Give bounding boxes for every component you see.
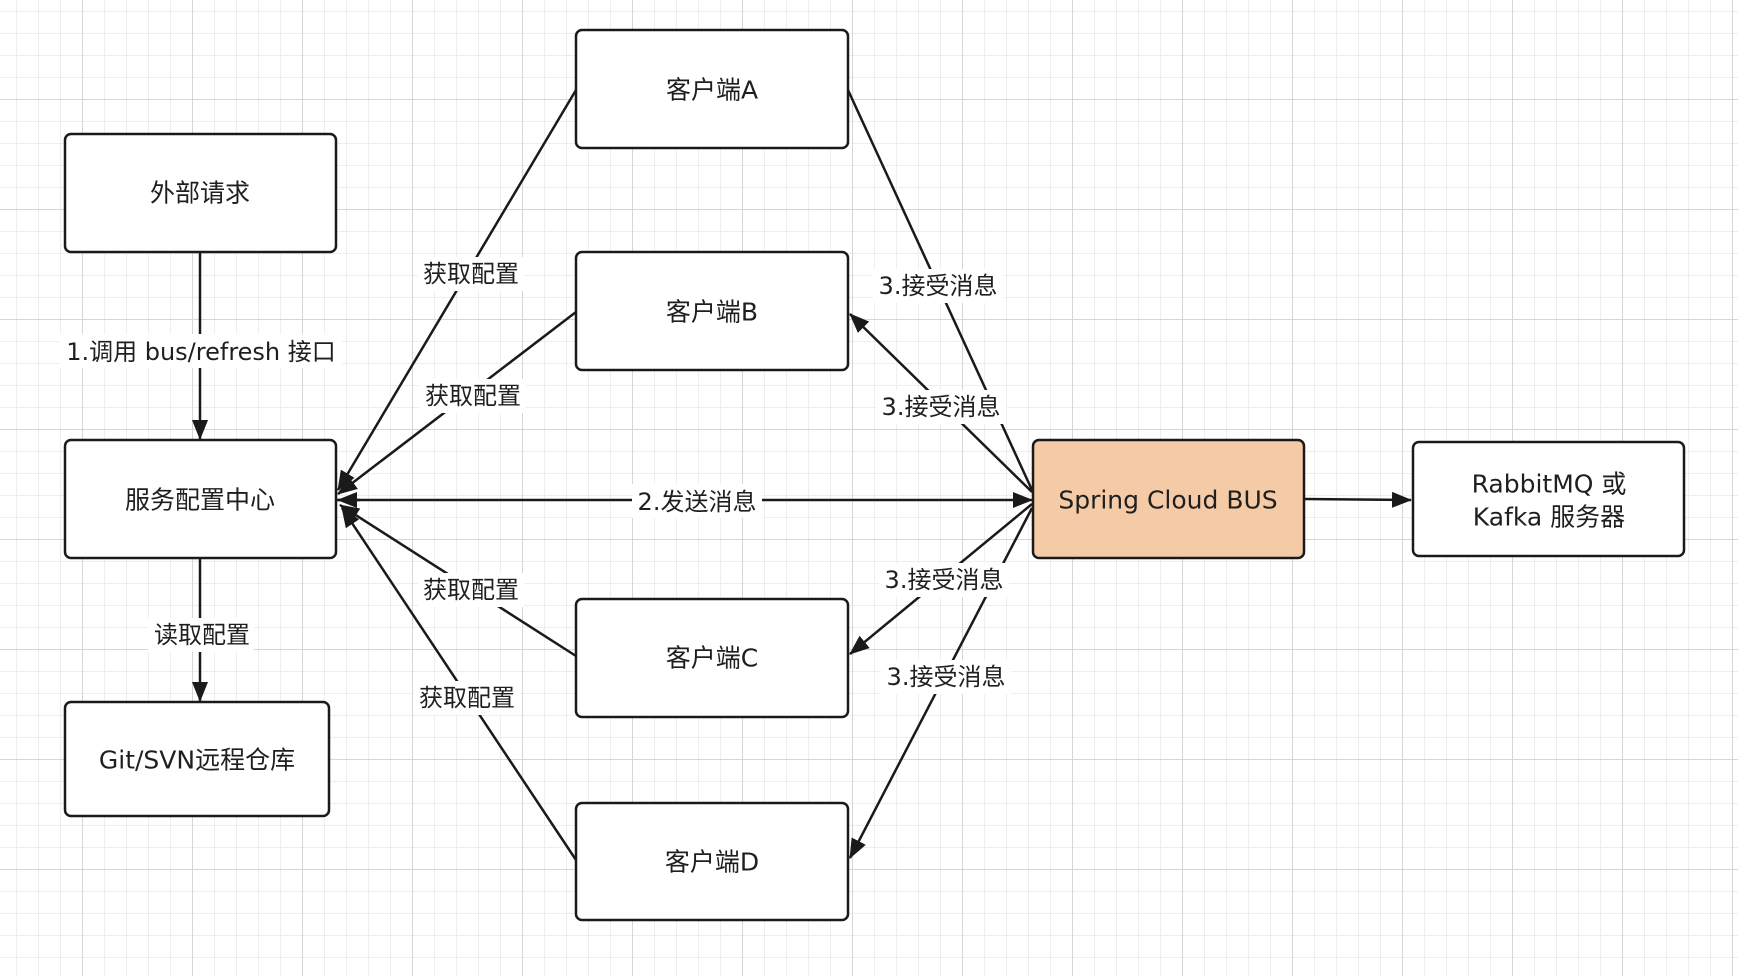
edge-labels: 1.调用 bus/refresh 接口 读取配置 2.发送消息 获取配置 获取配… — [60, 257, 1011, 715]
node-client-a-label: 客户端A — [666, 76, 758, 105]
node-git-repo-label: Git/SVN远程仓库 — [99, 746, 295, 775]
node-mq-server-label-line2: Kafka 服务器 — [1473, 503, 1625, 532]
label-receive-d: 3.接受消息 — [887, 663, 1006, 691]
label-receive-c: 3.接受消息 — [885, 566, 1004, 594]
node-client-a[interactable]: 客户端A — [574, 28, 850, 150]
label-receive-a: 3.接受消息 — [879, 272, 998, 300]
node-config-center-label: 服务配置中心 — [125, 486, 275, 515]
label-fetch-d: 获取配置 — [419, 684, 515, 712]
label-receive-b: 3.接受消息 — [882, 393, 1001, 421]
node-client-b[interactable]: 客户端B — [574, 250, 850, 372]
node-spring-cloud-bus-label: Spring Cloud BUS — [1058, 486, 1277, 515]
nodes: 外部请求 服务配置中心 Git/SVN远程仓库 客户端A 客户端B 客户端C 客… — [63, 28, 1686, 922]
node-config-center[interactable]: 服务配置中心 — [63, 438, 338, 560]
node-client-c-label: 客户端C — [666, 644, 758, 673]
edge-bus-to-mq — [1303, 491, 1412, 508]
node-git-repo[interactable]: Git/SVN远程仓库 — [63, 700, 331, 818]
node-client-d-label: 客户端D — [665, 848, 759, 877]
node-client-c[interactable]: 客户端C — [574, 597, 850, 719]
label-fetch-a: 获取配置 — [423, 260, 519, 288]
node-external-request-label: 外部请求 — [150, 179, 250, 208]
node-spring-cloud-bus[interactable]: Spring Cloud BUS — [1031, 438, 1306, 560]
node-spring-cloud-bus-box — [1031, 438, 1306, 560]
node-client-d[interactable]: 客户端D — [574, 801, 850, 922]
label-read-config: 读取配置 — [154, 621, 250, 649]
node-client-b-label: 客户端B — [666, 298, 758, 327]
node-mq-server-label-line1: RabbitMQ 或 — [1472, 470, 1627, 499]
label-call-refresh: 1.调用 bus/refresh 接口 — [66, 338, 336, 366]
label-send-message: 2.发送消息 — [638, 488, 757, 516]
node-external-request[interactable]: 外部请求 — [63, 132, 338, 254]
label-fetch-c: 获取配置 — [423, 576, 519, 604]
node-mq-server[interactable]: RabbitMQ 或 Kafka 服务器 — [1411, 440, 1686, 558]
label-fetch-b: 获取配置 — [425, 382, 521, 410]
